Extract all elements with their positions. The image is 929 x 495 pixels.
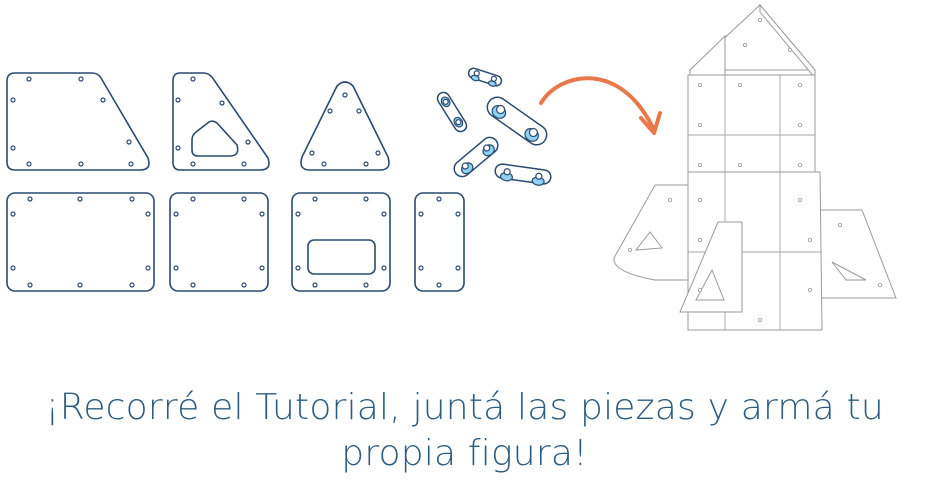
rectangle-piece-large [6,192,155,292]
connector-clips [436,67,552,186]
caption-line-1: ¡Recorré el Tutorial, juntá las piezas y… [45,387,884,428]
square-piece-with-window [291,192,391,292]
rocket-figure [613,3,897,331]
caption-text: ¡Recorré el Tutorial, juntá las piezas y… [0,385,929,477]
rectangle-piece-narrow [414,192,465,292]
caption-line-2: propia figura! [341,433,588,474]
square-piece [169,192,269,292]
trapezoid-piece [6,72,150,171]
triangle-piece-with-window [172,72,270,171]
curved-arrow-icon [539,76,662,135]
triangle-piece [300,81,390,171]
